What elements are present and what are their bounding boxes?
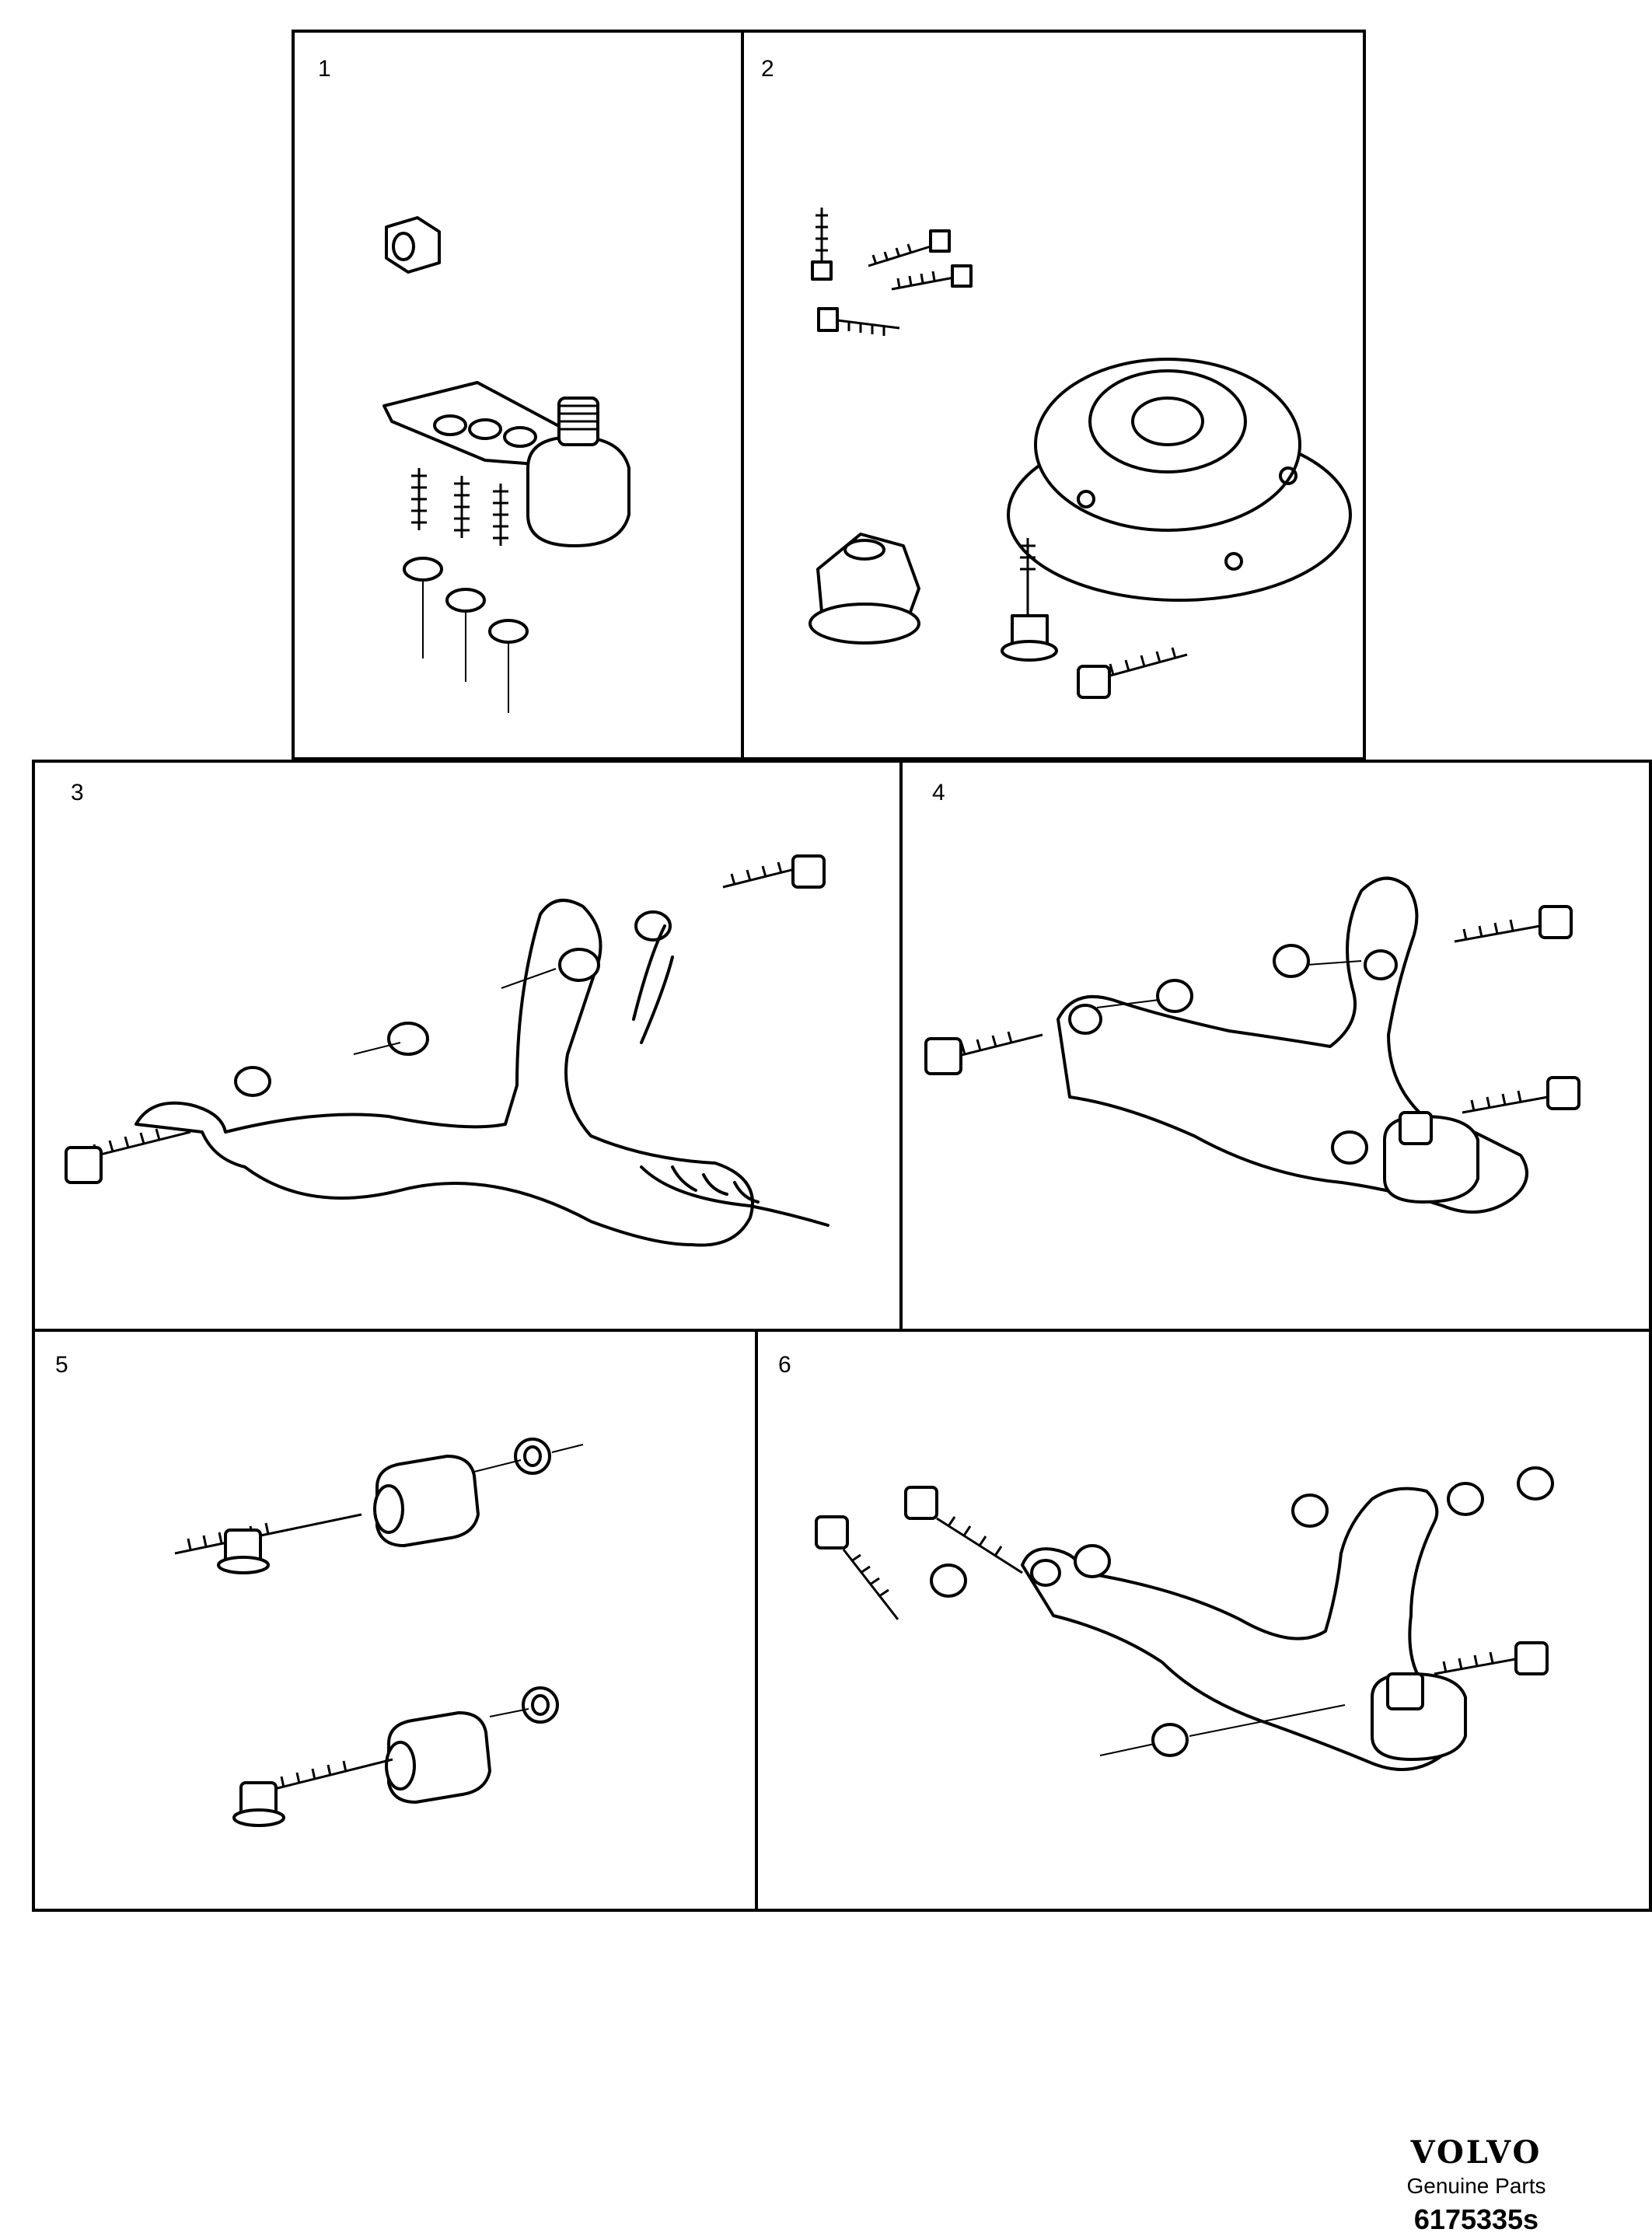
panel-number: 6 (778, 1352, 791, 1378)
ball-joint-illustration (382, 216, 630, 713)
bolt-icon (811, 208, 973, 336)
control-arm-icon (134, 899, 829, 1247)
flange-nut-icon (473, 1438, 584, 1724)
hub-bolt-icon (1001, 538, 1058, 662)
brand-subtitle: Genuine Parts (1406, 2174, 1546, 2198)
nut-icon (385, 216, 441, 274)
wheel-hub-illustration (809, 208, 1352, 699)
bolt-icon (815, 1486, 1549, 1675)
flange-nut-icon (353, 948, 600, 1056)
volvo-logo: VOLVO (1410, 2134, 1542, 2171)
brand-block: VOLVO Genuine Parts 6175335s (1375, 2134, 1577, 2236)
diagram-id: 6175335s (1413, 2203, 1539, 2235)
panel-6: 6 (755, 1329, 1652, 1912)
control-arm-icon (1057, 876, 1528, 1214)
panel-3: 3 (32, 760, 903, 1332)
hub-nut-icon (809, 533, 920, 645)
control-arm-assembly-illustration (815, 1466, 1554, 1771)
panel-number: 4 (932, 780, 945, 805)
control-arm-illustration (65, 854, 829, 1247)
control-arm-icon (1021, 1487, 1467, 1771)
flange-nut-icon (1096, 944, 1368, 1165)
bolt-icon (174, 1513, 393, 1827)
wheel-hub-icon (1007, 358, 1352, 602)
flange-nut-icon (930, 1466, 1554, 1757)
panel-number: 3 (71, 780, 84, 805)
bolt-icon (65, 854, 826, 1184)
panel-2: 2 (741, 30, 1366, 760)
control-arm-balljoint-illustration (924, 876, 1580, 1214)
flange-nut-icon (403, 557, 529, 713)
panel-number: 5 (55, 1352, 68, 1378)
ball-joint-icon (526, 397, 630, 547)
panel-number: 2 (761, 56, 774, 82)
side-bolt-icon (1077, 647, 1188, 699)
bushings-illustration (174, 1438, 584, 1827)
panel-5: 5 (32, 1329, 758, 1912)
bolt-icon (924, 905, 1580, 1114)
panel-4: 4 (899, 760, 1652, 1332)
panel-1: 1 (292, 30, 744, 760)
stud-icon (411, 468, 508, 546)
bushing-icon (373, 1455, 491, 1804)
panel-number: 1 (318, 56, 331, 82)
